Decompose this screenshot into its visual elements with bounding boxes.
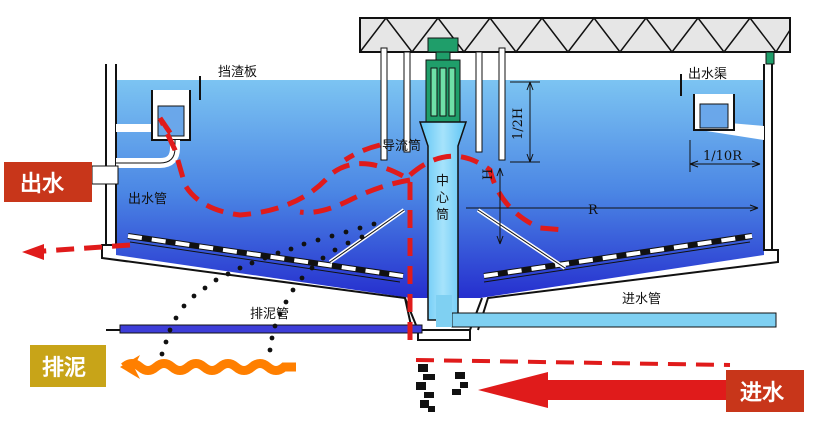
guide-tube [380, 47, 506, 161]
bridge-support-right [765, 51, 775, 65]
svg-text:出水: 出水 [20, 172, 65, 197]
label-dangzhaban: 挡渣板 [218, 65, 257, 80]
drive-motor [425, 37, 461, 123]
flow-path [29, 116, 566, 340]
label-jinshuiguan: 进水管 [622, 292, 661, 307]
sludge-outflow [120, 355, 296, 379]
sludge-trail [159, 221, 377, 357]
callout-sludge: 排泥 [30, 345, 106, 387]
callout-outlet: 出水 [4, 162, 92, 202]
inlet-pipe [451, 312, 777, 328]
label-zhongxintong-1: 中 [436, 174, 449, 189]
label-dim-r: R [588, 203, 599, 218]
label-zhongxintong-3: 筒 [436, 207, 449, 223]
label-zhongxintong-2: 心 [436, 191, 449, 206]
callout-inlet: 进水 [726, 370, 804, 412]
inlet-arrow [478, 372, 726, 408]
svg-text:排泥: 排泥 [42, 356, 86, 381]
outlet-pipe [91, 165, 119, 185]
label-dim-tenth-r: 1/10R [703, 149, 743, 164]
outlet-flow-arrowhead [22, 244, 44, 260]
scraper-arm-right [476, 208, 753, 283]
label-daoliutong: 导流筒 [382, 138, 421, 154]
right-launder [680, 74, 764, 140]
bridge-truss [359, 16, 791, 54]
label-dim-h: H [481, 169, 496, 180]
sludge-clumps [416, 364, 468, 412]
dimension-lines [466, 81, 761, 245]
label-chushuiqu: 出水渠 [688, 67, 727, 82]
sludge-discharge-pipe [119, 324, 423, 334]
svg-text:进水: 进水 [740, 381, 785, 406]
label-painiguan: 排泥管 [250, 307, 289, 322]
label-dim-half-h: 1/2H [511, 108, 526, 140]
tank-wall-right [477, 64, 779, 331]
label-chushuiguan: 出水管 [128, 192, 167, 207]
